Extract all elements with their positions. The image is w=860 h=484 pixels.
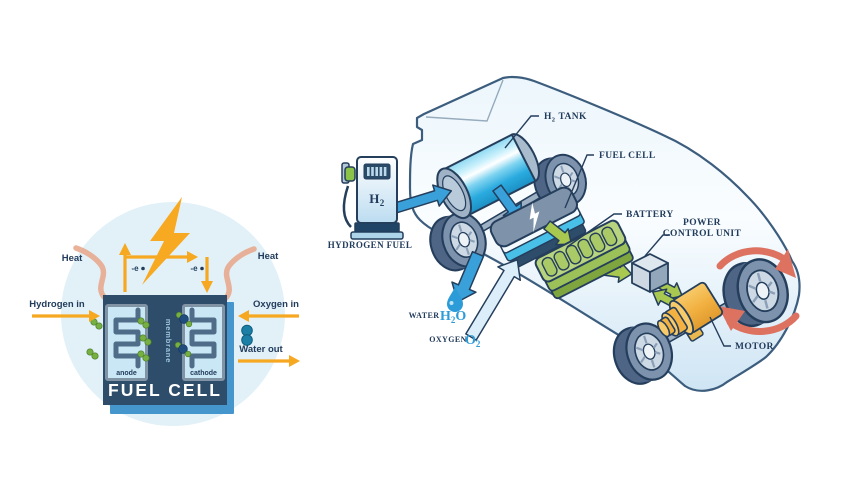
water-droplet-icon <box>447 287 463 312</box>
pcu-label-line2: CONTROL UNIT <box>663 229 742 239</box>
motor-leader <box>709 316 731 347</box>
motor-label: MOTOR <box>735 342 774 352</box>
heat-swoosh-left <box>73 245 108 301</box>
fuel-cell-stack <box>489 186 587 269</box>
fuel-cell-title: FUEL CELL <box>108 380 222 400</box>
battery-leader <box>566 213 622 248</box>
pump-h2-sub: 2 <box>380 198 385 208</box>
membrane-label: membrane <box>164 319 173 363</box>
heat-swoosh-right <box>222 246 257 302</box>
electron-label-left: -e <box>131 264 139 273</box>
electron-arrowheads <box>119 243 213 293</box>
hydrogen-pump: H2 <box>341 156 404 240</box>
h2-tank-leader <box>504 115 539 149</box>
lightning-bolt-icon <box>142 197 190 285</box>
fuel-cell-diagram: -e -e Heat Heat anode cathode membrane <box>29 197 300 426</box>
anode-channel <box>113 307 141 369</box>
heat-label-right: Heat <box>258 251 279 262</box>
h2-tank-rest: TANK <box>558 112 587 122</box>
pump-nozzle-handle <box>344 166 356 182</box>
leader-lines <box>504 115 731 347</box>
h2o-rest: O <box>455 309 466 324</box>
electron-dot-left <box>141 266 145 271</box>
power-control-unit <box>631 253 669 293</box>
oxygen-molecule <box>241 324 253 346</box>
pump-hose <box>342 185 352 228</box>
o2-label: O2 <box>465 333 481 349</box>
fuel-cell-bolt-icon <box>529 202 540 233</box>
battery-label: BATTERY <box>626 210 674 220</box>
cathode-channel <box>189 307 217 369</box>
pcu-label-line1: POWER <box>683 218 721 228</box>
pump-display-bars <box>367 167 387 176</box>
oxygen-label: OXYGEN <box>429 335 467 344</box>
h2o-label: H2O <box>440 309 466 325</box>
water-out-label: Water out <box>239 344 283 355</box>
electric-motor <box>656 281 724 342</box>
h2o-base: H <box>440 309 451 324</box>
anode-panel: anode <box>105 304 148 381</box>
wheel-rotation-arrows <box>716 247 800 335</box>
anode-label: anode <box>116 370 137 377</box>
pump-h2-label: H2 <box>369 191 385 208</box>
cathode-panel: cathode <box>182 304 225 381</box>
fuel-cell-leader <box>564 154 594 209</box>
pcu-leader <box>644 234 670 257</box>
cathode-label: cathode <box>190 370 217 377</box>
h2-tank <box>436 133 540 220</box>
pump-pedestal <box>350 231 404 240</box>
electron-dot-right <box>200 266 204 271</box>
oxygen-in-label: Oxygen in <box>253 299 299 310</box>
windshield-line <box>425 79 504 122</box>
oxygen-in-arrowhead <box>238 310 249 322</box>
pump-base-band <box>354 222 400 233</box>
pump-to-car-arrow <box>389 184 453 215</box>
water-label: WATER <box>409 311 440 320</box>
electron-label-right: -e <box>190 264 198 273</box>
heat-label-left: Heat <box>62 253 83 264</box>
hydrogen-fuel-label: HYDROGEN FUEL <box>328 240 412 250</box>
hydrogen-in-arrowhead <box>89 310 100 322</box>
fuel-cell-label: FUEL CELL <box>599 151 656 161</box>
hydrogen-in-label: Hydrogen in <box>29 299 85 310</box>
water-molecules <box>174 311 193 358</box>
o2-base: O <box>465 333 476 348</box>
h2-tank-base: H <box>544 112 552 122</box>
oxygen-intake-arrow <box>465 259 522 341</box>
o2-sub: 2 <box>476 339 481 349</box>
water-out-arrowhead <box>289 355 300 367</box>
h2o-sub: 2 <box>451 315 456 325</box>
pump-h2-base: H <box>369 191 380 206</box>
battery-pack <box>534 219 634 300</box>
h2-tank-sub: 2 <box>552 117 556 124</box>
